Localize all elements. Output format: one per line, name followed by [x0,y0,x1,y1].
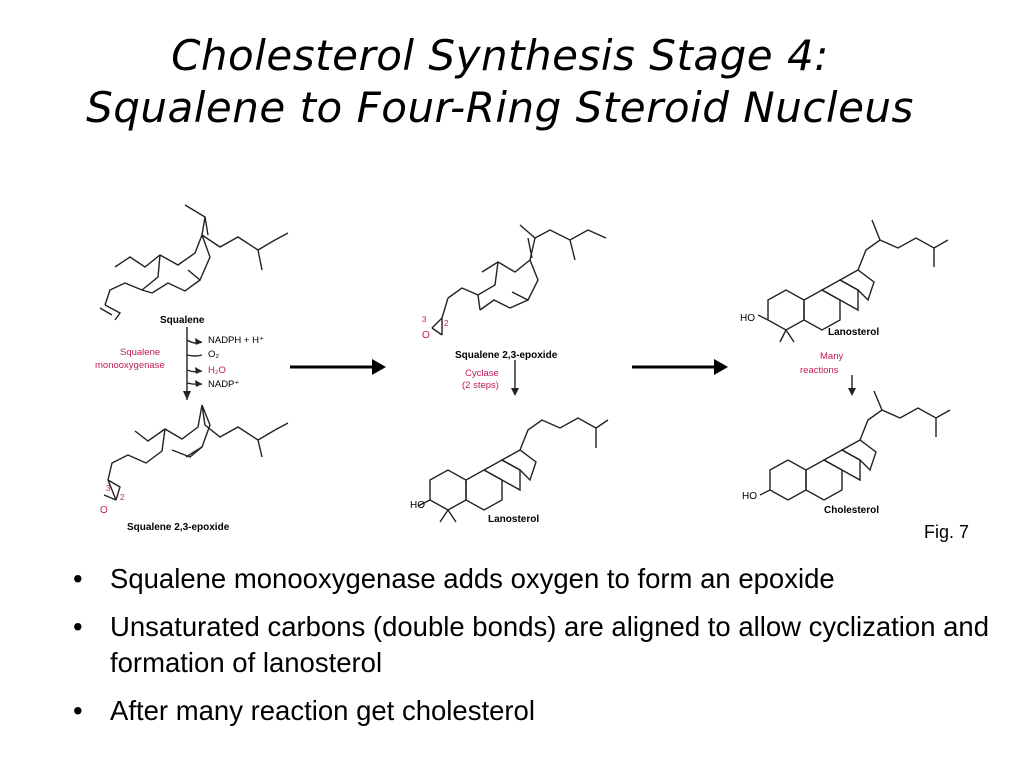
reactions-label: reactions [800,365,839,376]
ho-label-bottom: HO [742,491,757,502]
cofactor-nadp: NADP⁺ [208,379,239,390]
carbon-2-label: 2 [444,319,449,328]
bullet-list: • Squalene monooxygenase adds oxygen to … [70,561,1010,741]
cyclization-structure-diagram: 3 2 O Squalene 2,3-epoxide Cyclase (2 st… [410,224,609,525]
bullet-item: • After many reaction get cholesterol [70,693,1010,729]
enzyme-label-line2: monooxygenase [95,360,165,371]
oxygen-label: O [422,330,430,341]
bullet-item: • Squalene monooxygenase adds oxygen to … [70,561,1010,597]
title-line-1: Cholesterol Synthesis Stage 4: [171,31,829,80]
panel-cholesterol-formation: HO Lanosterol Many reactions HO Choleste… [740,205,970,535]
squalene-label: Squalene [160,315,205,326]
carbon-3-label: 3 [106,484,111,493]
bullet-text: After many reaction get cholesterol [110,695,535,726]
figure-caption: Fig. 7 [924,522,970,542]
ho-label-top: HO [740,313,755,324]
squalene-structure-diagram: Squalene Squalene monooxygenase NADPH + … [95,204,289,533]
lanosterol-label: Lanosterol [828,327,879,338]
panel-squalene-epoxidation: Squalene Squalene monooxygenase NADPH + … [90,195,305,540]
epoxide-label: Squalene 2,3-epoxide [455,350,558,361]
oxygen-label: O [100,505,108,516]
bullet-text: Unsaturated carbons (double bonds) are a… [110,611,990,678]
carbon-3-label: 3 [422,315,427,324]
bullet-item: • Unsaturated carbons (double bonds) are… [70,609,1010,681]
lanosterol-label: Lanosterol [488,514,539,525]
slide-title: Cholesterol Synthesis Stage 4: Squalene … [0,30,1000,134]
panel-cyclization: 3 2 O Squalene 2,3-epoxide Cyclase (2 st… [410,210,625,535]
reaction-arrow-2 [632,357,728,382]
carbon-2-label: 2 [120,493,125,502]
bullet-text: Squalene monooxygenase adds oxygen to fo… [110,563,835,594]
epoxide-label: Squalene 2,3-epoxide [127,522,230,533]
bullet-dot-icon: • [73,695,83,726]
cofactor-nadph: NADPH + H⁺ [208,335,264,346]
cofactor-o2: O₂ [208,349,219,360]
cyclase-label: Cyclase [465,368,499,379]
enzyme-label-line1: Squalene [120,347,160,358]
cofactor-h2o: H₂O [208,365,226,376]
reaction-arrow-1 [290,357,386,382]
title-line-2: Squalene to Four-Ring Steroid Nucleus [86,83,914,132]
cholesterol-structure-diagram: HO Lanosterol Many reactions HO Choleste… [740,219,951,516]
cyclase-steps-label: (2 steps) [462,380,499,391]
bullet-dot-icon: • [73,563,83,594]
ho-label: HO [410,500,425,511]
bullet-dot-icon: • [73,611,83,642]
cholesterol-label: Cholesterol [824,505,879,516]
many-label: Many [820,351,843,362]
